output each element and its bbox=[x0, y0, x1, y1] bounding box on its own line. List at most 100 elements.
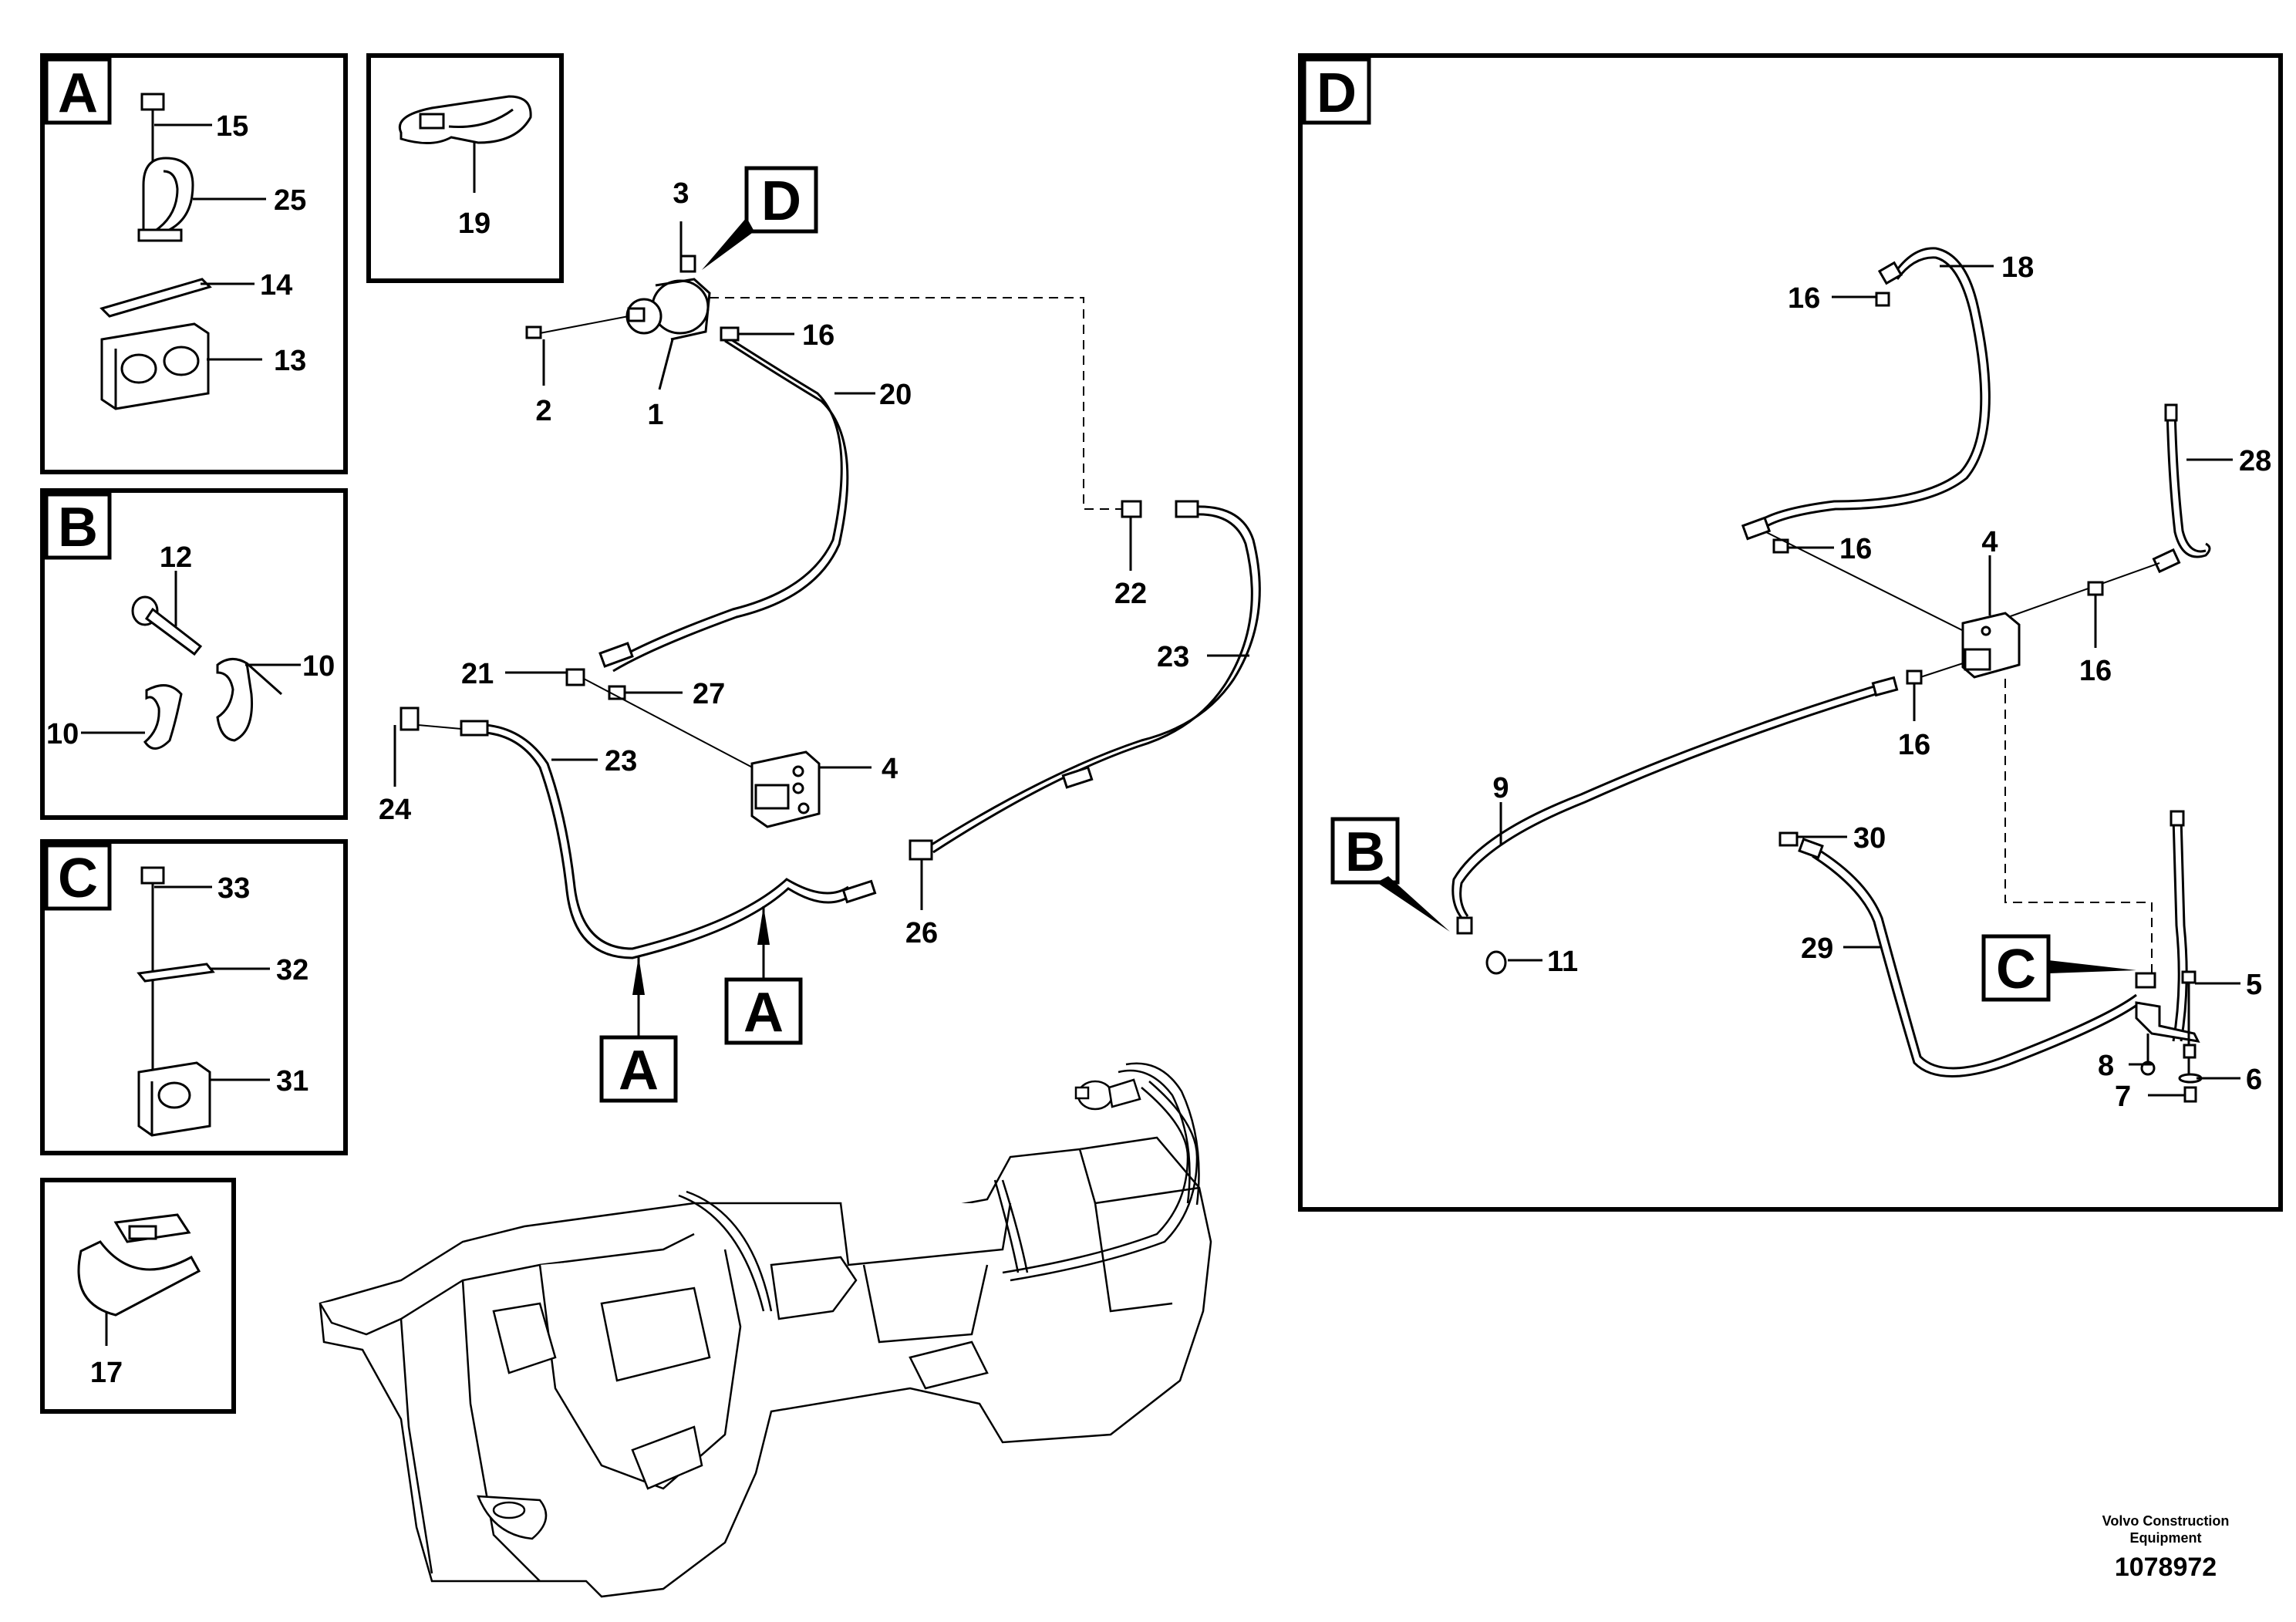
cable-tie-holder-part bbox=[77, 1213, 201, 1317]
valve-4-d-part bbox=[1961, 612, 2021, 679]
hose-29-top-end bbox=[1798, 838, 1824, 859]
label-27: 27 bbox=[693, 678, 725, 710]
bolt-c-part bbox=[140, 866, 165, 1080]
brand-line-2: Equipment bbox=[2130, 1530, 2202, 1546]
label-16-d-right: 16 bbox=[2079, 655, 2112, 687]
rubber-clamp-half-part bbox=[143, 658, 282, 750]
label-2: 2 bbox=[535, 395, 551, 427]
plate-c-part bbox=[137, 963, 215, 983]
hose-23-right-end bbox=[1175, 500, 1199, 518]
hose-18-part bbox=[1754, 247, 1991, 534]
hose-20-end bbox=[598, 642, 634, 668]
label-20: 20 bbox=[879, 379, 912, 411]
hose-23-right-joint bbox=[1061, 766, 1094, 789]
hose-23-mid-end bbox=[841, 879, 877, 904]
tee-21-part bbox=[565, 668, 585, 686]
label-7: 7 bbox=[2115, 1081, 2131, 1113]
clamp-block-c-part bbox=[137, 1061, 211, 1137]
label-22: 22 bbox=[1114, 578, 1147, 610]
hose-18-top-end bbox=[1877, 261, 1903, 285]
detail-panel-17: 17 bbox=[40, 1178, 236, 1414]
callout-d-main: D bbox=[761, 170, 801, 232]
fitting-16-d-top bbox=[1875, 292, 1890, 307]
cover-plate-part bbox=[99, 278, 212, 318]
label-23-left: 23 bbox=[605, 745, 637, 777]
main-brake-assembly: D bbox=[379, 166, 1261, 1103]
hose-23-left-part bbox=[485, 723, 851, 959]
fitting-16-d-lower bbox=[1906, 669, 1923, 685]
callout-a-pointer-1 bbox=[632, 956, 645, 1037]
detail-panel-b: B 12 10 10 bbox=[40, 488, 348, 820]
panel-b-letter: B bbox=[58, 497, 98, 558]
panel-d-letter: D bbox=[1317, 62, 1357, 124]
callout-a-upper: A bbox=[743, 982, 784, 1044]
label-10-right: 10 bbox=[302, 650, 335, 683]
detail-panel-d: D bbox=[1298, 53, 2283, 1212]
label-12: 12 bbox=[160, 541, 192, 574]
label-5: 5 bbox=[2246, 969, 2262, 1001]
hose-18-bottom-end bbox=[1741, 516, 1772, 541]
hose-28-bottom-end bbox=[2152, 548, 2181, 574]
cap-11-part bbox=[1485, 950, 1507, 975]
figure-number: 1078972 bbox=[2115, 1553, 2217, 1582]
bracket-part bbox=[2135, 970, 2203, 1103]
detail-panel-19: 19 bbox=[366, 53, 564, 283]
fitting-3-part bbox=[679, 255, 696, 273]
label-31: 31 bbox=[276, 1065, 308, 1098]
hose-9-lower-end bbox=[1456, 916, 1473, 935]
label-16-main: 16 bbox=[802, 319, 834, 352]
hose-28-part bbox=[2166, 406, 2211, 558]
callout-c-arrow bbox=[2048, 960, 2136, 973]
label-23-right: 23 bbox=[1157, 641, 1189, 673]
pipe-right-top bbox=[2170, 810, 2185, 827]
dashed-connection-d bbox=[2004, 679, 2153, 980]
label-17: 17 bbox=[90, 1357, 123, 1389]
label-28: 28 bbox=[2239, 445, 2271, 477]
label-29: 29 bbox=[1801, 932, 1833, 965]
hose-9-end bbox=[1871, 676, 1899, 697]
hose-29-part bbox=[1812, 847, 2141, 1077]
label-1: 1 bbox=[647, 399, 663, 431]
brand-line-1: Volvo Construction bbox=[2102, 1513, 2230, 1529]
screw-part bbox=[131, 571, 203, 656]
fitting-22-part bbox=[1121, 500, 1142, 518]
label-33: 33 bbox=[217, 872, 250, 905]
dashed-connection bbox=[710, 297, 1122, 510]
panel-c-letter: C bbox=[58, 848, 98, 909]
label-15: 15 bbox=[216, 110, 248, 143]
label-4-d: 4 bbox=[1981, 526, 1998, 558]
label-26: 26 bbox=[905, 917, 938, 949]
detail-panel-a: A 15 25 14 bbox=[40, 53, 348, 474]
pipe-right-part bbox=[2172, 817, 2188, 1042]
label-16-d-mid: 16 bbox=[1839, 533, 1872, 565]
label-13: 13 bbox=[274, 345, 306, 377]
label-16-d-top: 16 bbox=[1788, 282, 1820, 315]
screw-2-part bbox=[525, 325, 542, 339]
callout-b-arrow bbox=[1377, 876, 1450, 932]
panel-a-letter: A bbox=[58, 62, 98, 124]
label-16-d-lower: 16 bbox=[1898, 729, 1930, 761]
label-4-main: 4 bbox=[882, 753, 898, 785]
label-14: 14 bbox=[260, 269, 292, 302]
brake-chamber-part bbox=[625, 278, 711, 341]
pipe-clamp-part bbox=[137, 157, 194, 242]
cable-tie-part bbox=[399, 95, 532, 145]
label-10-left: 10 bbox=[46, 718, 79, 750]
hose-9-part bbox=[1451, 685, 1876, 919]
label-25: 25 bbox=[274, 184, 306, 217]
callout-c-d: C bbox=[1996, 939, 2036, 1000]
hose-23-right-part bbox=[931, 505, 1261, 854]
tee-26-part bbox=[909, 839, 933, 861]
label-3: 3 bbox=[673, 177, 689, 210]
label-11: 11 bbox=[1547, 946, 1578, 978]
hose-28-top-end bbox=[2164, 403, 2178, 422]
label-32: 32 bbox=[276, 954, 308, 986]
label-6: 6 bbox=[2246, 1064, 2262, 1096]
label-18: 18 bbox=[2001, 251, 2034, 284]
machine-frame-illustration bbox=[319, 1062, 1212, 1598]
callout-b-d: B bbox=[1345, 821, 1385, 883]
detail-panel-c: C 33 32 31 bbox=[40, 839, 348, 1155]
cap-30-part bbox=[1778, 831, 1799, 847]
callout-a-pointer-2 bbox=[757, 906, 770, 980]
